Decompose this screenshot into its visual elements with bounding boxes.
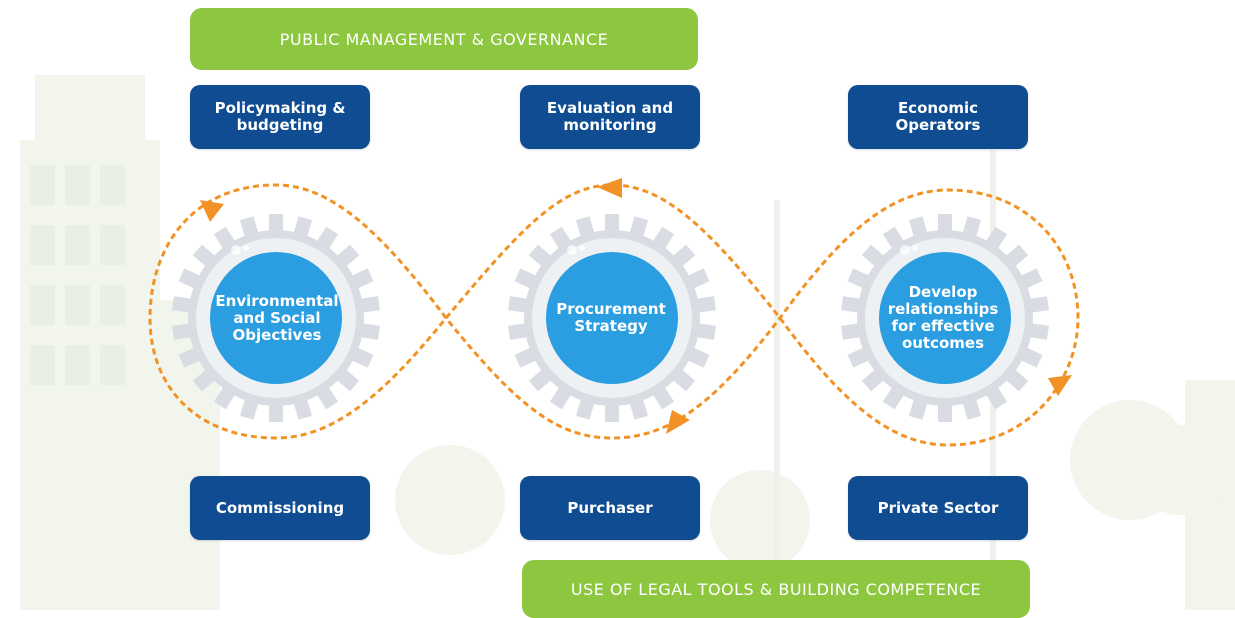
gear-relationships bbox=[841, 214, 1049, 422]
banner-legal-tools: USE OF LEGAL TOOLS & BUILDING COMPETENCE bbox=[522, 560, 1030, 618]
box-private-sector: Private Sector bbox=[848, 476, 1028, 540]
box-evaluation: Evaluation and monitoring bbox=[520, 85, 700, 149]
arrow-head-center-top bbox=[597, 178, 622, 198]
gear-label-relationships: Develop relationships for effective outc… bbox=[887, 283, 999, 352]
arrow-head-center-bottom bbox=[666, 410, 690, 434]
box-economic-operators: Economic Operators bbox=[848, 85, 1028, 149]
gear-label-objectives: Environmental and Social Objectives bbox=[215, 291, 339, 344]
gear-procurement bbox=[508, 214, 716, 422]
infinity-loop bbox=[148, 183, 1080, 447]
gear-objectives bbox=[172, 214, 380, 422]
box-purchaser: Purchaser bbox=[520, 476, 700, 540]
box-commissioning: Commissioning bbox=[190, 476, 370, 540]
banner-public-management: PUBLIC MANAGEMENT & GOVERNANCE bbox=[190, 8, 698, 70]
arrow-head-right bbox=[1048, 375, 1072, 396]
box-policymaking: Policymaking & budgeting bbox=[190, 85, 370, 149]
arrow-head-left-top bbox=[200, 200, 224, 222]
gear-label-procurement: Procurement Strategy bbox=[556, 300, 666, 335]
